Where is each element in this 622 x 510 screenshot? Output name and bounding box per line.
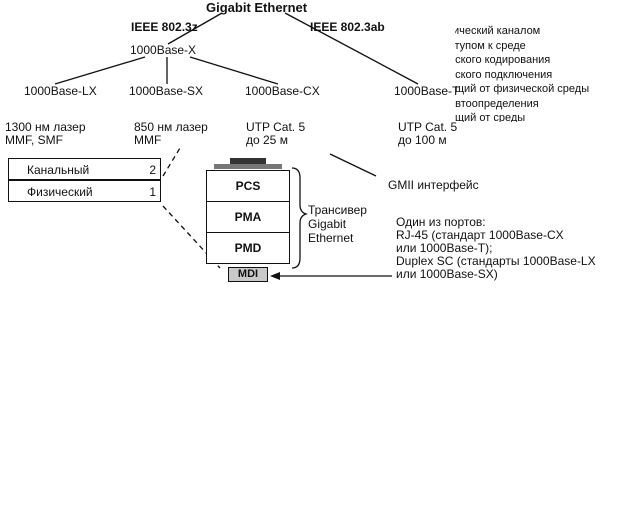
dashed-line-top	[162, 147, 181, 177]
side-note: ящий от среды	[455, 112, 526, 122]
ports-note-line: Один из портов:	[396, 215, 486, 229]
node-1000base-cx: 1000Base-CX	[245, 84, 320, 98]
side-note: еского кодирования	[455, 54, 551, 66]
gmii-label: GMII интерфейс	[388, 178, 479, 192]
ports-note-line: или 1000Base-SX)	[396, 267, 498, 281]
osi-layer-physical: Физический 1	[8, 180, 161, 202]
t-distance: до 100 м	[398, 133, 447, 147]
cx-medium: UTP Cat. 5	[246, 120, 306, 134]
osi-layer-number: 2	[149, 163, 156, 177]
side-note: ступом к среде	[455, 39, 526, 52]
lx-medium: 1300 нм лазер	[5, 120, 86, 134]
ports-note-line: или 1000Base-T);	[396, 241, 493, 255]
pma-block: PMA	[206, 201, 290, 233]
ieee-8023z-label: IEEE 802.3z	[131, 20, 198, 34]
line-basex-to-cx	[189, 56, 279, 85]
transceiver-brace	[291, 167, 309, 269]
node-1000base-x: 1000Base-X	[130, 43, 197, 57]
transceiver-label-1: Трансивер	[308, 203, 367, 217]
line-title-to-basex	[167, 12, 223, 45]
cx-distance: до 25 м	[246, 133, 288, 147]
pcs-block: PCS	[206, 170, 290, 202]
sx-fiber: MMF	[134, 133, 162, 147]
ieee-8023ab-label: IEEE 802.3ab	[310, 20, 385, 34]
node-1000base-sx: 1000Base-SX	[129, 84, 204, 98]
ports-note-line: Duplex SC (стандарты 1000Base-LX	[396, 254, 596, 268]
osi-layer-name: Физический	[27, 185, 93, 199]
sx-medium: 850 нм лазер	[134, 120, 208, 134]
osi-layer-number: 1	[149, 185, 156, 199]
gmii-connector	[230, 158, 266, 164]
osi-layer-datalink: Канальный 2	[8, 158, 161, 180]
t-medium: UTP Cat. 5	[398, 120, 458, 134]
side-note: еского подключения	[455, 68, 553, 81]
side-notes: гический каналом ступом к среде еского к…	[455, 24, 622, 122]
line-title-to-baset	[284, 12, 419, 85]
side-note: ящий от физической среды	[455, 83, 590, 95]
gmii-pointer-line	[329, 153, 377, 177]
node-1000base-t: 1000Base-T	[394, 84, 460, 98]
line-basex-to-lx	[54, 56, 146, 85]
side-note: автоопределения	[455, 97, 539, 110]
gmii-connector-base	[214, 164, 282, 169]
title: Gigabit Ethernet	[206, 0, 308, 15]
node-1000base-lx: 1000Base-LX	[24, 84, 97, 98]
pmd-block: PMD	[206, 232, 290, 264]
ports-note-line: RJ-45 (стандарт 1000Base-CX	[396, 228, 564, 242]
mdi-arrow-head	[270, 272, 280, 280]
transceiver-label-2: Gigabit	[308, 217, 347, 231]
osi-layer-name: Канальный	[27, 163, 90, 177]
mdi-block: MDI	[228, 267, 268, 282]
side-note: гический каналом	[455, 25, 541, 37]
lx-fiber: MMF, SMF	[5, 133, 63, 147]
transceiver-label-3: Ethernet	[308, 231, 354, 245]
